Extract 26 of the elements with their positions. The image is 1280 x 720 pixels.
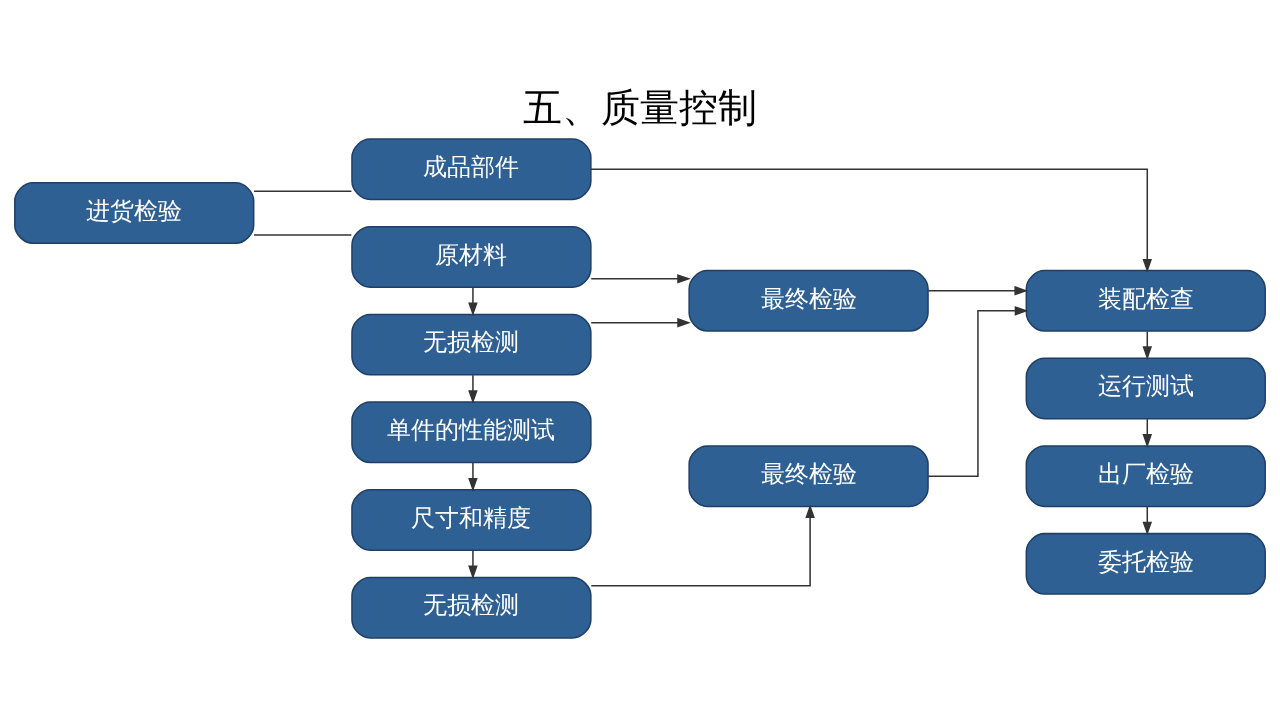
connector bbox=[253, 233, 353, 236]
arrow bbox=[927, 305, 1029, 477]
arrow bbox=[468, 286, 478, 316]
node-box: 原材料 bbox=[351, 225, 592, 288]
node-box: 最终检验 bbox=[688, 444, 929, 507]
arrow bbox=[468, 374, 478, 404]
node-box: 无损检测 bbox=[351, 576, 592, 639]
node-box: 最终检验 bbox=[688, 269, 929, 332]
node-box: 运行测试 bbox=[1025, 356, 1266, 419]
node-box: 装配检查 bbox=[1025, 269, 1266, 332]
node-box: 进货检验 bbox=[14, 181, 255, 244]
node-box: 成品部件 bbox=[351, 137, 592, 200]
node-box: 尺寸和精度 bbox=[351, 488, 592, 551]
arrow bbox=[590, 273, 691, 284]
connector bbox=[253, 189, 353, 192]
arrow bbox=[927, 285, 1029, 295]
arrow bbox=[468, 461, 478, 491]
node-box: 出厂检验 bbox=[1025, 444, 1266, 507]
node-box: 单件的性能测试 bbox=[351, 400, 592, 463]
node-box: 无损检测 bbox=[351, 313, 592, 376]
diagram-title: 五、质量控制 bbox=[523, 84, 757, 130]
node-box: 委托检验 bbox=[1025, 532, 1266, 595]
arrow bbox=[468, 549, 478, 579]
arrow bbox=[590, 167, 1153, 273]
arrow bbox=[590, 503, 815, 587]
arrow bbox=[590, 317, 691, 327]
